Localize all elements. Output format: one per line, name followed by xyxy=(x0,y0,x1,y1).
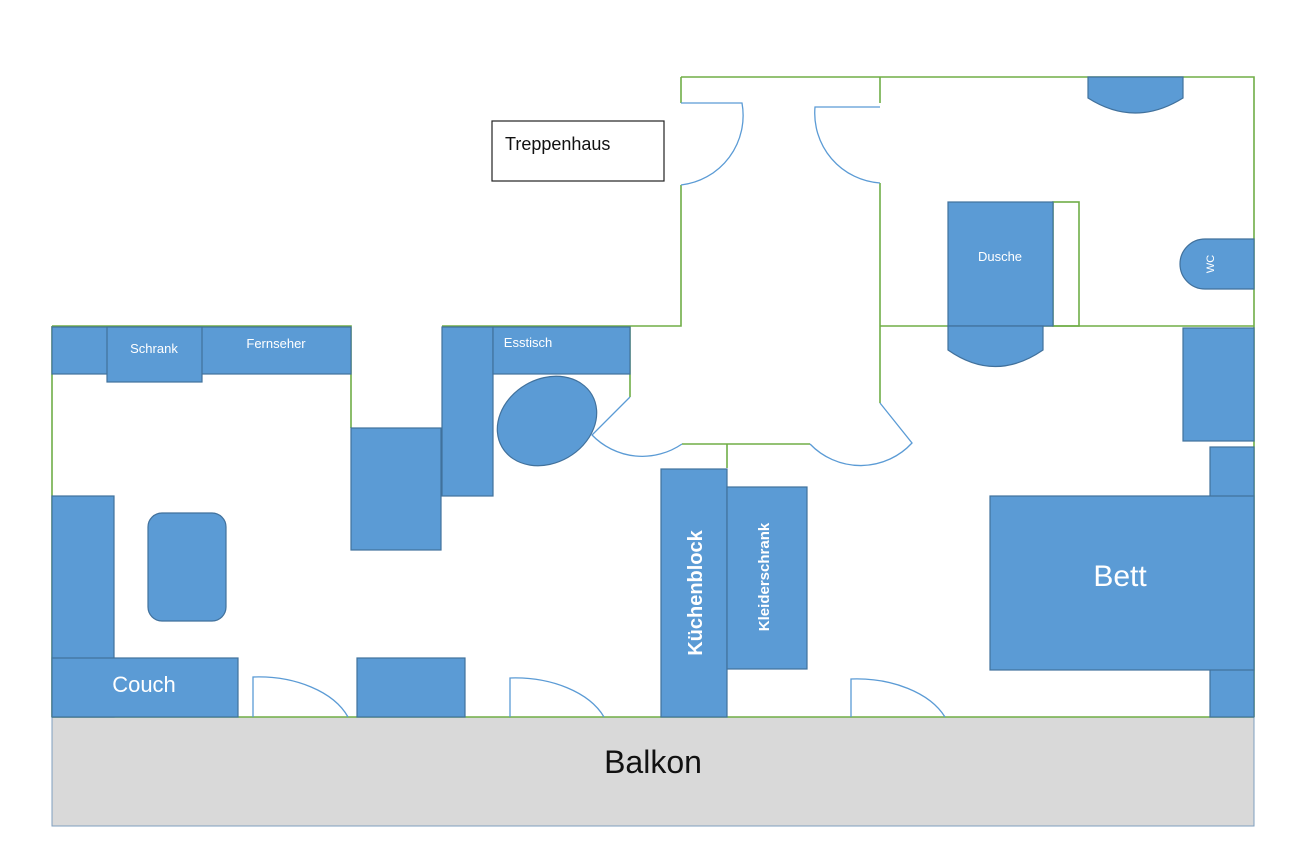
shower-glass xyxy=(1052,201,1080,327)
schrank xyxy=(106,326,203,383)
door-living xyxy=(591,396,683,457)
kuechenblock-label: Küchenblock xyxy=(685,529,707,655)
treppenhaus-label: Treppenhaus xyxy=(505,134,610,154)
door-balcony-3 xyxy=(850,678,946,718)
bedroom-cabinet xyxy=(1182,327,1255,442)
wc-label: WC xyxy=(1205,255,1217,273)
door-balcony-1 xyxy=(252,676,349,718)
esstisch xyxy=(492,326,631,375)
kleiderschrank-label: Kleiderschrank xyxy=(756,522,773,631)
schrank-label: Schrank xyxy=(130,341,178,356)
dusche xyxy=(947,201,1054,327)
sink-bottom xyxy=(947,325,1044,367)
wall-entry-left xyxy=(442,185,682,327)
couch xyxy=(51,657,239,718)
couch-label: Couch xyxy=(112,672,176,697)
door-balcony-2 xyxy=(509,677,605,718)
wall-living-top xyxy=(52,325,352,428)
kleiderschrank xyxy=(726,486,808,670)
coffee-table xyxy=(147,512,227,622)
bett-label: Bett xyxy=(1093,560,1147,593)
doors xyxy=(252,102,946,718)
bett xyxy=(989,495,1255,671)
treppenhaus-box xyxy=(491,120,665,182)
dusche-label: Dusche xyxy=(978,249,1022,264)
esstisch-label: Esstisch xyxy=(504,335,552,350)
wc xyxy=(1179,238,1255,290)
door-bedroom xyxy=(809,402,913,467)
dining-bench xyxy=(441,326,494,497)
cabinet-center xyxy=(350,427,442,551)
round-table xyxy=(496,375,598,467)
balcony-label: Balkon xyxy=(604,744,702,780)
cabinet-balcony xyxy=(356,657,466,718)
balcony xyxy=(51,716,1255,827)
sink-top xyxy=(1087,76,1184,114)
fernseher-label: Fernseher xyxy=(246,336,306,351)
door-entry-left xyxy=(680,102,744,186)
kuechenblock xyxy=(660,468,728,718)
door-bath xyxy=(814,106,881,184)
